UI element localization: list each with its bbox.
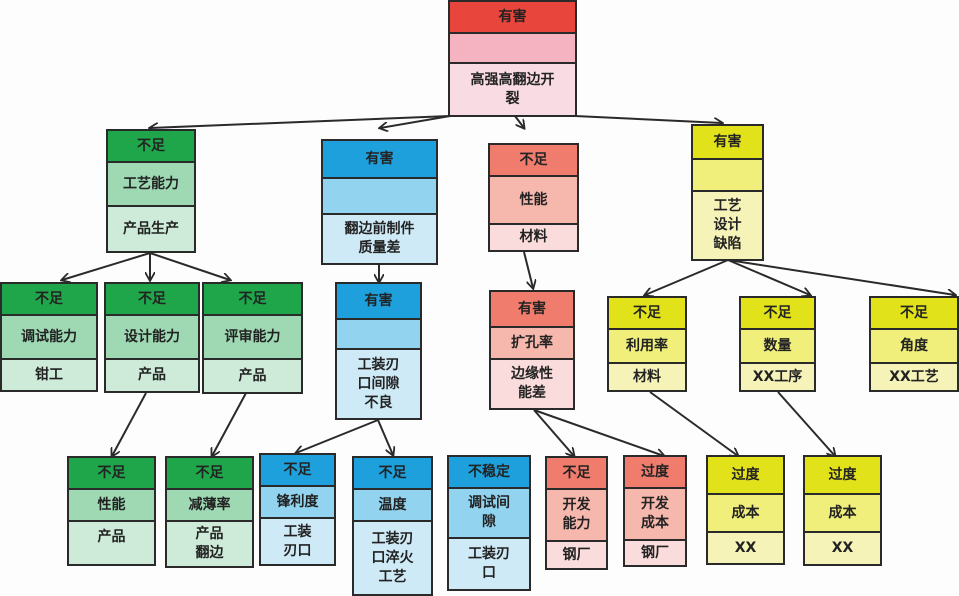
node-type: 不足	[204, 284, 301, 314]
node-product-performance: 不足 性能 产品	[67, 456, 156, 566]
node-object: 产品	[69, 520, 154, 564]
node-type: 不稳定	[449, 457, 529, 487]
node-thinning-rate: 不足 减薄率 产品 翻边	[165, 456, 254, 568]
node-object: 钳工	[2, 358, 96, 390]
node-object: 工装刃 口间隙 不良	[337, 348, 420, 418]
node-type: 有害	[491, 292, 573, 326]
node-process-design-defect: 有害 工艺 设计 缺陷	[691, 124, 764, 261]
node-attribute	[323, 177, 436, 213]
node-object: XX	[708, 531, 783, 563]
node-type: 不足	[871, 298, 957, 328]
node-material-performance: 不足 性能 材料	[488, 143, 579, 252]
node-attribute: 评审能力	[204, 314, 301, 358]
node-hole-expansion: 有害 扩孔率 边缘性 能差	[489, 290, 575, 410]
node-attribute	[693, 158, 762, 190]
node-type: 不足	[2, 284, 96, 314]
node-quench-temperature: 不足 温度 工装刃 口淬火 工艺	[352, 456, 433, 596]
node-attribute: 角度	[871, 328, 957, 362]
node-angle: 不足 角度 XX工艺	[869, 296, 959, 392]
node-type: 有害	[337, 284, 420, 318]
node-object: 翻边前制件 质量差	[323, 213, 436, 263]
node-object: 材料	[609, 362, 685, 390]
node-object: 钢厂	[625, 539, 685, 565]
node-object: 钢厂	[547, 540, 606, 568]
node-type: 不足	[741, 298, 814, 328]
node-object: 工装刃 口	[449, 537, 529, 589]
node-utilization: 不足 利用率 材料	[607, 296, 687, 392]
node-attribute: 工艺能力	[108, 161, 194, 205]
node-attribute: 调试间 隙	[449, 487, 529, 537]
node-development-cost: 过度 开发 成本 钢厂	[623, 455, 687, 567]
node-type: 不足	[106, 284, 198, 314]
node-object: 产品 翻边	[167, 520, 252, 566]
node-process-capability: 不足 工艺能力 产品生产	[106, 129, 196, 253]
node-development-capability: 不足 开发 能力 钢厂	[545, 456, 608, 570]
node-design-capability: 不足 设计能力 产品	[104, 282, 200, 393]
node-root-flange-cracking: 有害 高强高翻边开 裂	[448, 0, 577, 117]
node-attribute: 成本	[805, 493, 880, 531]
node-attribute	[337, 318, 420, 348]
node-quantity: 不足 数量 XX工序	[739, 296, 816, 392]
node-debug-capability: 不足 调试能力 钳工	[0, 282, 98, 392]
node-attribute: 减薄率	[167, 488, 252, 520]
node-type: 过度	[625, 457, 685, 487]
node-object: 工装 刃口	[261, 517, 334, 564]
node-attribute: 性能	[69, 488, 154, 520]
node-object: 边缘性 能差	[491, 358, 573, 408]
node-attribute: 设计能力	[106, 314, 198, 358]
node-type: 不足	[69, 458, 154, 488]
node-object: 材料	[490, 223, 577, 250]
node-attribute: 扩孔率	[491, 326, 573, 358]
node-excessive-cost-1: 过度 成本 XX	[706, 455, 785, 565]
node-attribute: 数量	[741, 328, 814, 362]
node-object: 工装刃 口淬火 工艺	[354, 520, 431, 594]
node-type: 不足	[354, 458, 431, 488]
node-type: 不足	[108, 131, 194, 161]
node-unstable-clearance: 不稳定 调试间 隙 工装刃 口	[447, 455, 531, 591]
node-type: 不足	[261, 455, 334, 485]
node-type: 有害	[693, 126, 762, 158]
node-attribute: 开发 能力	[547, 488, 606, 540]
node-type: 不足	[609, 298, 685, 328]
node-object: 产品	[106, 358, 198, 391]
node-object: 产品生产	[108, 205, 194, 251]
node-attribute	[450, 32, 575, 62]
node-type: 有害	[450, 2, 575, 32]
node-type: 过度	[805, 457, 880, 493]
node-object: 高强高翻边开 裂	[450, 62, 575, 115]
node-attribute: 成本	[708, 493, 783, 531]
node-type: 过度	[708, 457, 783, 493]
node-blank-quality: 有害 翻边前制件 质量差	[321, 139, 438, 265]
node-object: XX工序	[741, 362, 814, 390]
node-attribute: 调试能力	[2, 314, 96, 358]
node-attribute: 开发 成本	[625, 487, 685, 539]
node-type: 有害	[323, 141, 436, 177]
node-type: 不足	[547, 458, 606, 488]
node-object: XX工艺	[871, 362, 957, 390]
node-review-capability: 不足 评审能力 产品	[202, 282, 303, 394]
node-attribute: 温度	[354, 488, 431, 520]
node-excessive-cost-2: 过度 成本 XX	[803, 455, 882, 566]
node-type: 不足	[167, 458, 252, 488]
node-die-edge-clearance: 有害 工装刃 口间隙 不良	[335, 282, 422, 420]
node-object: XX	[805, 531, 880, 564]
node-object: 工艺 设计 缺陷	[693, 190, 762, 259]
node-type: 不足	[490, 145, 577, 175]
node-attribute: 性能	[490, 175, 577, 223]
node-attribute: 锋利度	[261, 485, 334, 517]
node-object: 产品	[204, 358, 301, 392]
node-sharpness: 不足 锋利度 工装 刃口	[259, 453, 336, 566]
node-attribute: 利用率	[609, 328, 685, 362]
